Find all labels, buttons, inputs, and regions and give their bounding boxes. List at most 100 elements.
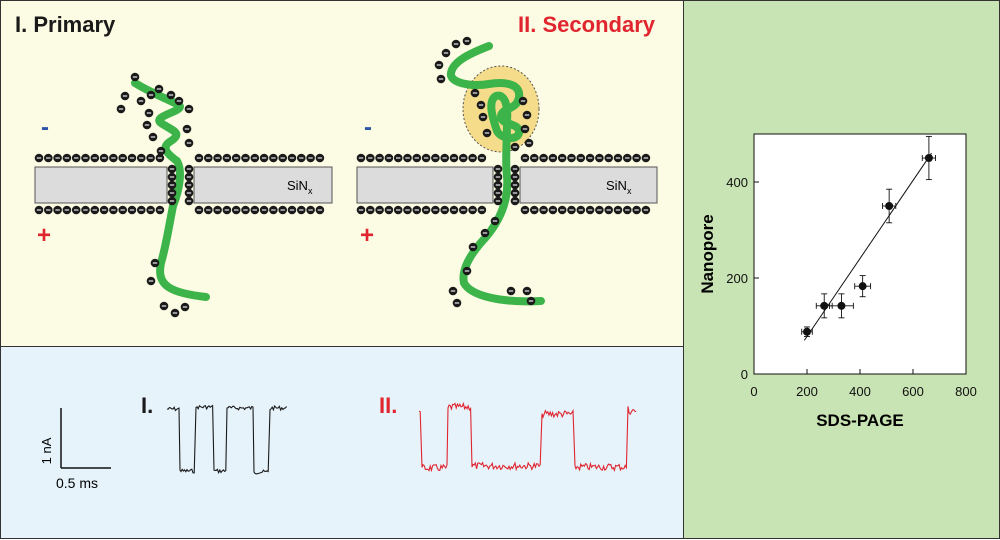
- protein-secondary: [447, 42, 545, 306]
- charge-icon: [462, 36, 472, 46]
- charge-icon: [567, 153, 576, 163]
- minus-sign-primary: -: [41, 114, 49, 141]
- data-point: [829, 293, 854, 319]
- charge-icon: [269, 205, 278, 215]
- charge-icon: [44, 205, 53, 215]
- charge-icon: [278, 205, 288, 215]
- charge-icon: [510, 188, 520, 198]
- current-traces: 1 nA 0.5 ms I. II.: [39, 393, 637, 491]
- charge-icon: [510, 164, 520, 174]
- current-trace-panel: 1 nA 0.5 ms I. II.: [0, 346, 684, 539]
- charge-icon: [204, 153, 213, 163]
- charge-icon: [146, 153, 155, 163]
- charge-icon: [194, 205, 204, 215]
- charge-icon: [449, 205, 459, 215]
- scale-time-label: 0.5 ms: [56, 475, 98, 491]
- charge-icon: [137, 205, 146, 215]
- charge-icon: [477, 153, 487, 163]
- charge-icon: [287, 205, 297, 215]
- charge-icon: [127, 205, 137, 215]
- charge-icon: [250, 205, 260, 215]
- charge-icon: [468, 205, 477, 215]
- data-point: [921, 135, 936, 181]
- charge-icon: [118, 205, 127, 215]
- charge-icon: [576, 205, 586, 215]
- charge-icon: [167, 196, 177, 206]
- charge-icon: [585, 205, 595, 215]
- charge-icon: [641, 153, 651, 163]
- charge-icon: [477, 205, 487, 215]
- charge-icon: [493, 172, 503, 182]
- charge-icon: [241, 205, 250, 215]
- charge-icon: [62, 205, 72, 215]
- charge-icon: [356, 153, 366, 163]
- charge-icon: [412, 205, 422, 215]
- charge-icon: [137, 153, 146, 163]
- charge-icon: [448, 286, 458, 296]
- charge-icon: [136, 96, 146, 106]
- charge-icon: [154, 84, 164, 94]
- charge-icon: [468, 153, 477, 163]
- charge-icon: [632, 205, 641, 215]
- plus-sign-primary: +: [37, 222, 51, 249]
- charge-icon: [269, 153, 278, 163]
- charge-icon: [81, 153, 90, 163]
- membrane-secondary: SiNx: [356, 166, 658, 204]
- charge-icon: [585, 153, 595, 163]
- scale-current-label: 1 nA: [39, 437, 54, 464]
- charge-icon: [632, 153, 641, 163]
- charge-icon: [557, 205, 567, 215]
- charge-icon: [194, 153, 204, 163]
- charge-icon: [393, 153, 403, 163]
- membrane-label-secondary: SiNx: [606, 178, 632, 196]
- charge-icon: [522, 110, 532, 120]
- charge-icon: [90, 205, 100, 215]
- charge-icon: [462, 266, 472, 276]
- charge-icon: [510, 142, 520, 152]
- x-tick-label: 600: [902, 384, 924, 399]
- data-point: [801, 326, 813, 338]
- x-tick-label: 0: [750, 384, 757, 399]
- charge-icon: [595, 205, 604, 215]
- minus-sign-secondary: -: [364, 114, 372, 141]
- charge-icon: [241, 153, 250, 163]
- charge-icon: [99, 153, 109, 163]
- charge-icon: [306, 153, 315, 163]
- charge-icon: [34, 153, 44, 163]
- plus-sign-secondary: +: [360, 222, 374, 249]
- charge-icon: [440, 153, 450, 163]
- charge-icon: [440, 205, 450, 215]
- charge-icon: [62, 153, 72, 163]
- charge-icon: [530, 153, 539, 163]
- data-point: [854, 275, 872, 298]
- charge-icon: [604, 153, 613, 163]
- primary-title: I. Primary: [15, 12, 116, 37]
- charge-icon: [451, 39, 461, 49]
- trace-primary: [166, 404, 288, 475]
- charge-icon: [520, 153, 530, 163]
- charge-icon: [548, 153, 558, 163]
- charge-icon: [184, 196, 194, 206]
- charge-icon: [548, 205, 558, 215]
- charge-icon: [148, 132, 158, 142]
- charge-icon: [375, 153, 384, 163]
- translocation-diagram: I. Primary II. Secondary - + - + SiNx Si…: [15, 12, 658, 318]
- translocation-diagram-panel: I. Primary II. Secondary - + - + SiNx Si…: [0, 0, 684, 347]
- charge-icon: [315, 153, 325, 163]
- charge-icon: [142, 120, 152, 130]
- charge-icon: [393, 205, 403, 215]
- trace-secondary: [418, 401, 637, 473]
- x-tick-label: 200: [796, 384, 818, 399]
- charge-icon: [595, 153, 604, 163]
- charge-icon: [116, 104, 126, 114]
- charge-icon: [222, 153, 232, 163]
- charge-icon: [297, 205, 306, 215]
- charge-icon: [222, 205, 232, 215]
- charge-icon: [493, 180, 503, 190]
- charge-icon: [493, 188, 503, 198]
- charge-icon: [530, 205, 539, 215]
- charge-icon: [470, 88, 480, 98]
- charge-icon: [520, 205, 530, 215]
